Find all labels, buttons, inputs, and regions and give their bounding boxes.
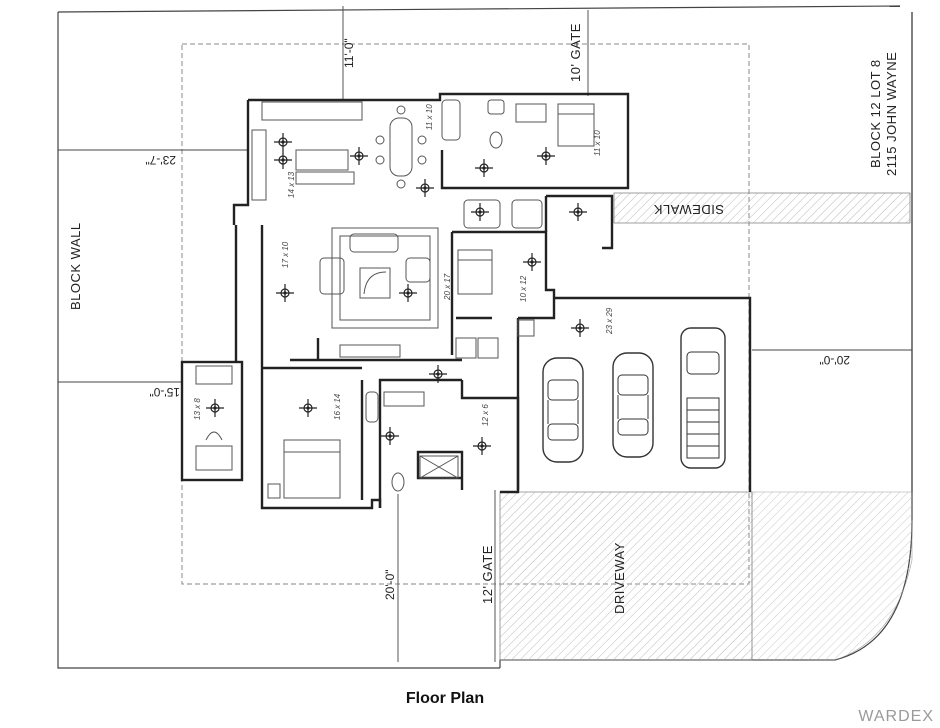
watermark: WARDEX [858,708,934,725]
room-size-dining: 11 x 10 [425,104,434,130]
floor-plan-caption: Floor Plan [405,690,485,707]
bottom-dimension-label: 20'-0" [383,569,397,600]
room-size-casita: 13 x 8 [193,398,202,420]
left-lower-dimension-label: 15'-0" [149,385,180,399]
room-size-great-room: 20 x 17 [443,273,452,301]
interior-details [195,99,595,499]
top-dimension-label: 11'-0" [342,38,356,68]
room-size-garage: 23 x 29 [605,307,614,335]
dimension-lines [58,6,912,662]
sidewalk-area [613,192,911,224]
bottom-gate-label: 12' GATE [480,545,495,604]
sidewalk-label: SIDEWALK [653,202,724,217]
room-size-closet: 12 x 6 [481,404,490,426]
garage-cars [542,327,726,469]
room-size-kitchen: 14 x 13 [287,171,296,198]
right-dimension-label: 20'-0" [819,353,850,367]
driveway-label: DRIVEWAY [612,542,627,614]
house-walls [180,92,752,510]
room-size-bedroom3: 10 x 12 [519,275,528,302]
lot-label: BLOCK 12 LOT 8 [868,59,883,168]
room-size-living: 17 x 10 [281,241,290,268]
left-upper-dimension-label: 23'-7" [145,153,176,167]
block-wall-label: BLOCK WALL [68,222,83,310]
address-label: 2115 JOHN WAYNE [884,52,899,176]
room-size-master: 16 x 14 [333,393,342,420]
top-gate-label: 10' GATE [568,23,583,82]
room-size-bedroom2: 11 x 10 [593,130,602,156]
